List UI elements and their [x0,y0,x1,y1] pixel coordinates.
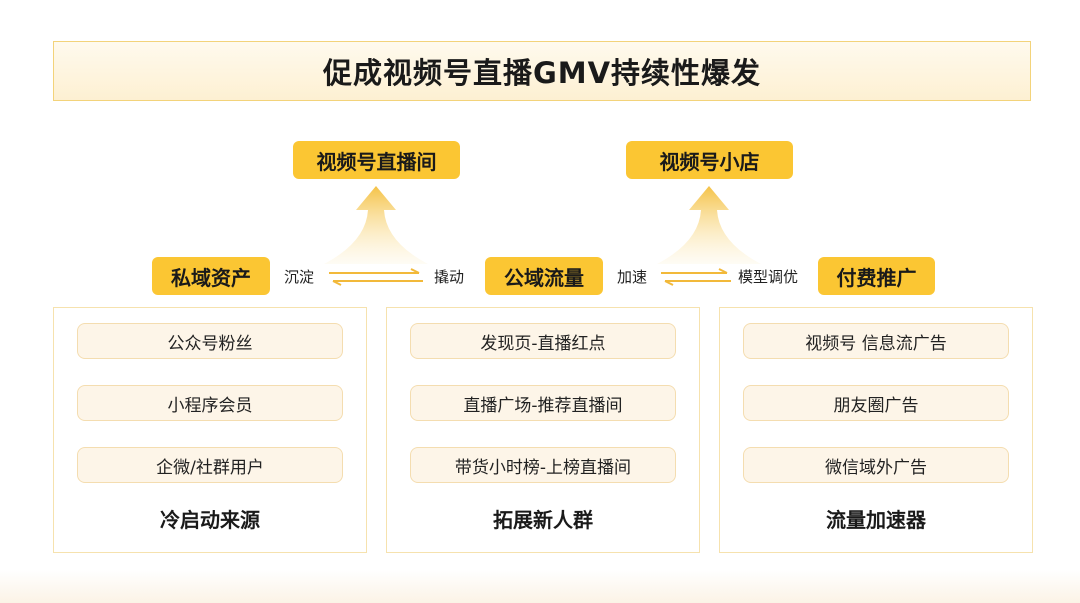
node-private-assets-label: 私域资产 [171,265,251,290]
node-shop: 视频号小店 [626,141,793,179]
panel-item: 企微/社群用户 [77,447,343,483]
panel-caption: 流量加速器 [826,508,926,532]
panel-item: 朋友圈广告 [743,385,1009,421]
panel-caption: 拓展新人群 [493,508,593,532]
node-public-traffic: 公域流量 [485,257,603,295]
upward-arrow-left [324,186,428,264]
panel-item: 微信域外广告 [743,447,1009,483]
connector-label-settle: 沉淀 [284,268,315,286]
connector-label-accelerate: 加速 [617,268,648,286]
connector-label-model-tuning: 模型调优 [738,268,799,286]
node-paid-promotion: 付费推广 [818,257,935,295]
node-private-assets: 私域资产 [152,257,270,295]
panel-public: 发现页-直播红点 直播广场-推荐直播间 带货小时榜-上榜直播间 拓展新人群 [386,307,700,553]
page-title: 促成视频号直播GMV持续性爆发 [322,56,762,90]
panel-item: 小程序会员 [77,385,343,421]
connector-label-leverage: 撬动 [434,268,465,286]
panel-private: 公众号粉丝 小程序会员 企微/社群用户 冷启动来源 [53,307,367,553]
panel-paid: 视频号 信息流广告 朋友圈广告 微信域外广告 流量加速器 [719,307,1033,553]
panel-item: 直播广场-推荐直播间 [410,385,676,421]
panel-item: 视频号 信息流广告 [743,323,1009,359]
footer-decoration [0,570,1080,603]
title-banner: 促成视频号直播GMV持续性爆发 [53,41,1031,101]
panel-item-label: 直播广场-推荐直播间 [463,395,623,416]
panel-item-label: 朋友圈广告 [833,395,919,416]
panel-item-label: 企微/社群用户 [156,457,264,478]
node-live-room-label: 视频号直播间 [316,149,437,174]
upward-arrow-right [657,186,761,264]
panel-item-label: 带货小时榜-上榜直播间 [454,457,632,478]
double-arrow-left [329,268,423,286]
panel-item-label: 公众号粉丝 [167,333,253,354]
panel-caption: 冷启动来源 [160,508,260,532]
panel-item: 带货小时榜-上榜直播间 [410,447,676,483]
node-live-room: 视频号直播间 [293,141,460,179]
panel-item: 公众号粉丝 [77,323,343,359]
panel-item-label: 视频号 信息流广告 [805,333,947,354]
panel-item-label: 发现页-直播红点 [480,333,606,354]
panel-item-label: 微信域外广告 [825,457,927,478]
panel-item-label: 小程序会员 [167,395,253,416]
double-arrow-right [661,268,731,286]
node-shop-label: 视频号小店 [659,149,760,174]
node-public-traffic-label: 公域流量 [504,265,584,290]
panel-item: 发现页-直播红点 [410,323,676,359]
node-paid-promotion-label: 付费推广 [836,265,917,290]
